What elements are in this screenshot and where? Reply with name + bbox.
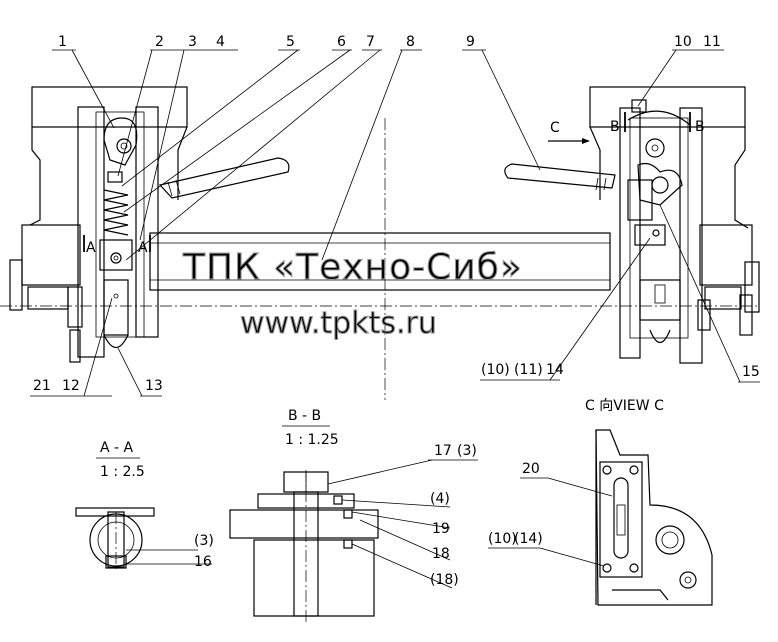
callout-1: 1	[58, 34, 67, 50]
watermark-url: www.tpkts.ru	[240, 306, 437, 341]
section-bb-label-4: (4)	[430, 491, 450, 507]
section-aa-scale: 1 : 2.5	[100, 464, 145, 480]
view-c-label-20: 20	[522, 461, 540, 477]
callout-10-paren: (10)	[481, 362, 510, 378]
section-bb-title: B - B	[288, 408, 321, 424]
callout-3: 3	[188, 34, 197, 50]
callout-8: 8	[406, 34, 415, 50]
callout-15: 15	[742, 364, 760, 380]
section-bb-label-17: 17	[434, 443, 452, 459]
callout-5: 5	[286, 34, 295, 50]
section-aa: A - A 1 : 2.5 (3) 16	[75, 440, 214, 570]
section-bb-label-18-paren: (18)	[430, 572, 459, 588]
callout-10: 10	[674, 34, 692, 50]
section-bb: B - B 1 : 1.25 17 (3) (4) 19 18 (18)	[229, 408, 478, 625]
bottom-callouts: 21 12 13 (10) (11) 14 15	[30, 204, 760, 397]
callout-11: 11	[703, 34, 721, 50]
view-c: C 向VIEW C 20 (10) (14)	[488, 398, 713, 606]
view-c-arrow-label: C	[550, 120, 560, 136]
view-c-label-14: (14)	[514, 531, 543, 547]
top-callouts: 1 2 3 4 5 6 7 8 9 10 11	[52, 34, 724, 261]
section-aa-title: A - A	[100, 440, 134, 456]
watermark: ТПК «Техно-Сиб» www.tpkts.ru	[181, 246, 523, 341]
callout-21: 21	[33, 378, 51, 394]
section-bb-label-18: 18	[432, 546, 450, 562]
callout-12: 12	[62, 378, 80, 394]
callout-4: 4	[216, 34, 225, 50]
callout-11-paren: (11)	[514, 362, 543, 378]
watermark-company: ТПК «Техно-Сиб»	[182, 247, 523, 288]
view-c-label-10: (10)	[488, 531, 517, 547]
section-bb-label-3: (3)	[457, 443, 477, 459]
section-mark-b-right: B	[695, 119, 705, 135]
section-mark-b-left: B	[610, 119, 620, 135]
section-mark-a-left: A	[86, 240, 96, 256]
callout-13: 13	[145, 378, 163, 394]
section-bb-label-19: 19	[432, 521, 450, 537]
section-aa-label-16: 16	[194, 554, 212, 570]
callout-9: 9	[466, 34, 475, 50]
callout-14: 14	[546, 362, 564, 378]
callout-7: 7	[366, 34, 375, 50]
view-c-title: C 向VIEW C	[585, 398, 664, 414]
section-aa-label-3: (3)	[194, 533, 214, 549]
main-assembly: A A B B C	[0, 86, 760, 400]
section-bb-scale: 1 : 1.25	[285, 432, 339, 448]
section-mark-a-right: A	[138, 240, 148, 256]
callout-2: 2	[155, 34, 164, 50]
callout-6: 6	[337, 34, 346, 50]
